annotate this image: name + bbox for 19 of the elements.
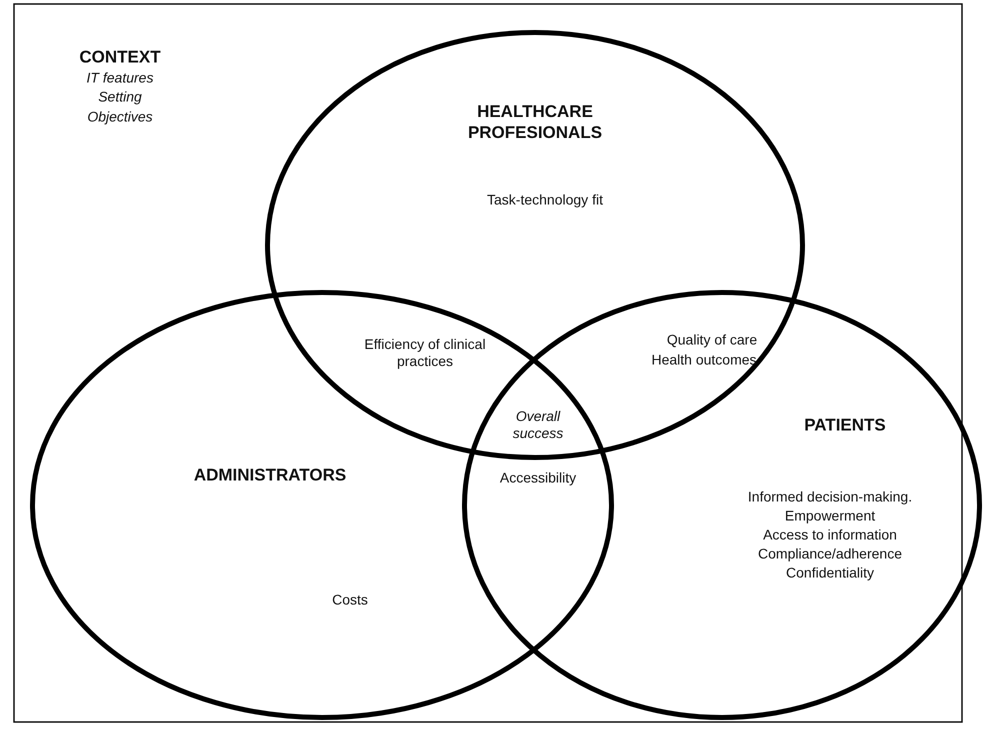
overlap-text: Overall success: [512, 408, 564, 442]
context-item: Setting: [98, 88, 142, 106]
overlap-text: Efficiency of clinical practices: [364, 336, 486, 370]
circle-heading: HEALTHCARE PROFESIONALS: [466, 101, 604, 143]
circle-text: Confidentiality: [786, 564, 874, 582]
circle-text: Empowerment: [784, 508, 876, 524]
circle-text: Costs: [331, 592, 369, 608]
circle-text: Informed decision-making.: [748, 488, 912, 506]
circle-text: Task-technology fit: [486, 192, 604, 208]
circle-heading: PATIENTS: [803, 414, 887, 436]
context-item: IT features: [86, 70, 154, 86]
context-item: Objectives: [87, 108, 153, 126]
circle-text: Compliance/adherence: [758, 546, 902, 562]
overlap-text: Accessibility: [500, 470, 576, 486]
context-heading: CONTEXT: [79, 46, 161, 68]
overlap-text: Quality of care: [666, 332, 758, 348]
circle-heading: ADMINISTRATORS: [192, 464, 348, 486]
overlap-text: Health outcomes: [651, 352, 757, 368]
circle-text: Access to information: [763, 526, 897, 544]
